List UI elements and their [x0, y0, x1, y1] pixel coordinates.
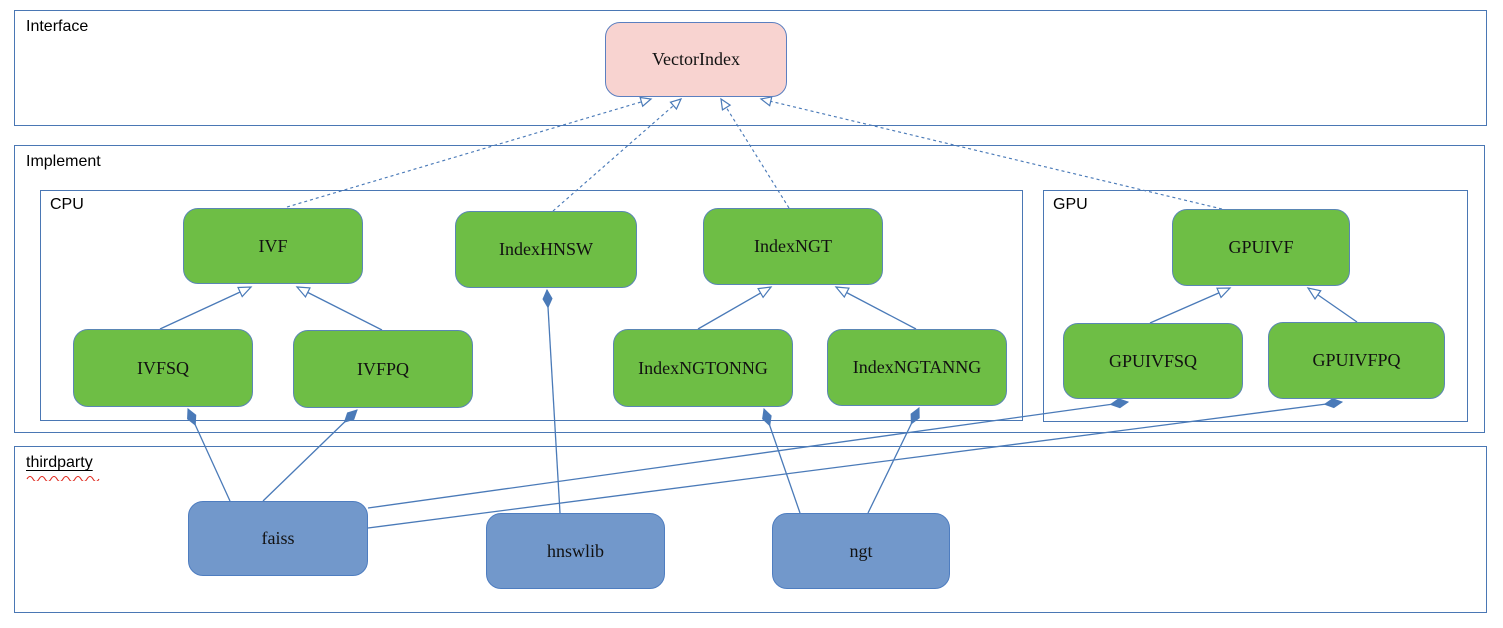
node-indexngtonng: IndexNGTONNG: [613, 329, 793, 407]
interface-section-label: Interface: [26, 18, 89, 35]
node-ngt-label: ngt: [849, 540, 873, 561]
node-indexngtanng-label: IndexNGTANNG: [852, 357, 982, 377]
node-indexngtanng: IndexNGTANNG: [827, 329, 1007, 406]
spellcheck-squiggle-icon: [26, 475, 100, 481]
node-indexngt-label: IndexNGT: [754, 236, 832, 256]
node-hnswlib: hnswlib: [486, 513, 665, 589]
implement-section-label: Implement: [26, 153, 101, 170]
edge-gpuivf-vectorindex: [759, 96, 1223, 210]
edge-faiss-gpuivfpq: [367, 398, 1344, 529]
node-gpuivf: GPUIVF: [1172, 209, 1350, 286]
node-ivf-label: IVF: [258, 235, 288, 256]
edge-hnswlib-indexhnsw: [542, 288, 561, 514]
node-gpuivfpq: GPUIVFPQ: [1268, 322, 1445, 399]
node-indexngtonng-label: IndexNGTONNG: [638, 357, 768, 378]
edge-indexngtonng-indexngt: [697, 286, 773, 330]
cpu-section-frame: CPU: [40, 190, 1023, 421]
node-faiss-label: faiss: [261, 528, 295, 548]
node-indexhnsw-label: IndexHNSW: [499, 239, 593, 259]
thirdparty-section-frame: thirdparty: [14, 446, 1487, 613]
gpu-section-frame: GPU: [1043, 190, 1468, 422]
node-vectorindex-label: VectorIndex: [652, 49, 740, 69]
node-ngt: ngt: [772, 513, 950, 589]
cpu-section-label: CPU: [50, 196, 84, 213]
node-gpuivfsq-label: GPUIVFSQ: [1108, 350, 1198, 371]
edge-indexhnsw-vectorindex: [552, 98, 683, 212]
node-vectorindex: VectorIndex: [605, 22, 787, 97]
node-indexhnsw: IndexHNSW: [455, 211, 637, 288]
edge-ivf-vectorindex: [286, 96, 653, 208]
edge-ivfpq-ivf: [295, 286, 383, 331]
edge-gpuivfpq-gpuivf: [1306, 287, 1358, 323]
edge-ivfsq-ivf: [159, 286, 253, 330]
node-ivf: IVF: [183, 208, 363, 284]
edge-ngt-indexngtanng: [867, 407, 920, 514]
interface-section-frame: Interface: [14, 10, 1487, 126]
edge-ngt-indexngtonng: [762, 407, 801, 514]
edge-gpuivfsq-gpuivf: [1149, 287, 1232, 324]
node-indexngt: IndexNGT: [703, 208, 883, 285]
edge-faiss-ivfsq: [187, 408, 231, 502]
node-ivfpq-label: IVFPQ: [356, 358, 409, 379]
node-ivfsq-label: IVFSQ: [136, 357, 189, 378]
node-ivfpq: IVFPQ: [293, 330, 473, 408]
edge-faiss-gpuivfsq: [367, 398, 1130, 509]
node-ivfsq: IVFSQ: [73, 329, 253, 407]
node-faiss: faiss: [188, 501, 368, 576]
gpu-section-label: GPU: [1053, 196, 1088, 213]
edge-indexngtanng-indexngt: [834, 286, 917, 330]
node-gpuivf-label: GPUIVF: [1228, 237, 1294, 257]
edge-faiss-ivfpq: [262, 409, 358, 502]
edge-indexngt-vectorindex: [720, 97, 790, 209]
node-gpuivfpq-label: GPUIVFPQ: [1312, 350, 1401, 370]
node-gpuivfsq: GPUIVFSQ: [1063, 323, 1243, 399]
thirdparty-section-label: thirdparty: [26, 454, 100, 481]
node-hnswlib-label: hnswlib: [546, 540, 604, 561]
